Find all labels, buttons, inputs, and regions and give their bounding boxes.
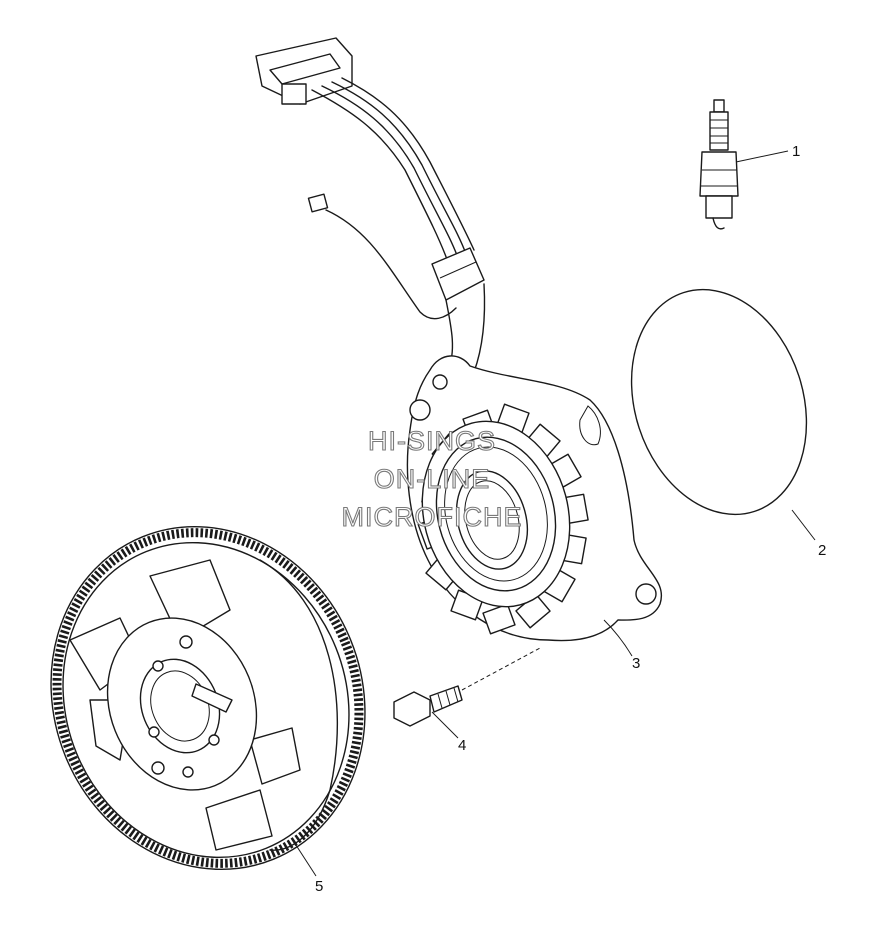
callout-4: 4 — [458, 737, 466, 754]
callout-3: 3 — [632, 655, 640, 672]
callout-1: 1 — [792, 143, 800, 160]
gasket — [630, 288, 816, 541]
bolt — [393, 647, 541, 739]
watermark: HI-SINGS ON-LINE MICROFICHE — [341, 425, 523, 532]
watermark-line-2: ON-LINE — [374, 464, 491, 494]
flywheel — [50, 525, 366, 877]
callout-2: 2 — [818, 542, 826, 559]
watermark-line-1: HI-SINGS — [368, 426, 496, 456]
watermark-line-3: MICROFICHE — [342, 502, 523, 532]
stator — [255, 37, 663, 657]
spark-plug — [699, 99, 789, 230]
callout-5: 5 — [315, 878, 323, 895]
